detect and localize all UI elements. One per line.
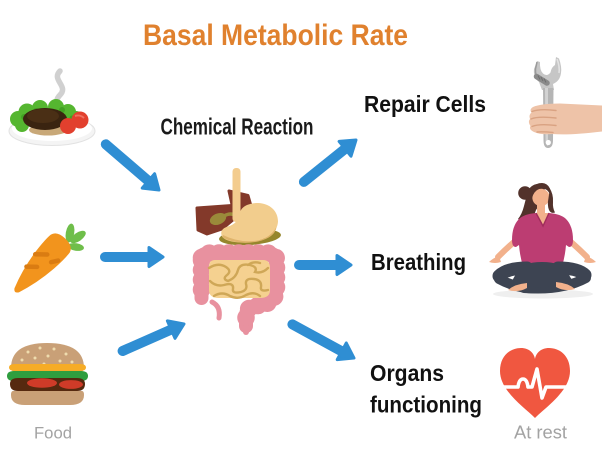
svg-text:Organs: Organs <box>370 360 444 386</box>
svg-text:functioning: functioning <box>370 392 482 418</box>
svg-text:Basal Metabolic Rate: Basal Metabolic Rate <box>143 19 408 52</box>
svg-text:Chemical Reaction: Chemical Reaction <box>161 114 314 140</box>
svg-text:At rest: At rest <box>514 423 567 443</box>
svg-text:Food: Food <box>34 424 72 443</box>
svg-text:Breathing: Breathing <box>371 249 466 275</box>
svg-text:Repair Cells: Repair Cells <box>364 91 486 117</box>
